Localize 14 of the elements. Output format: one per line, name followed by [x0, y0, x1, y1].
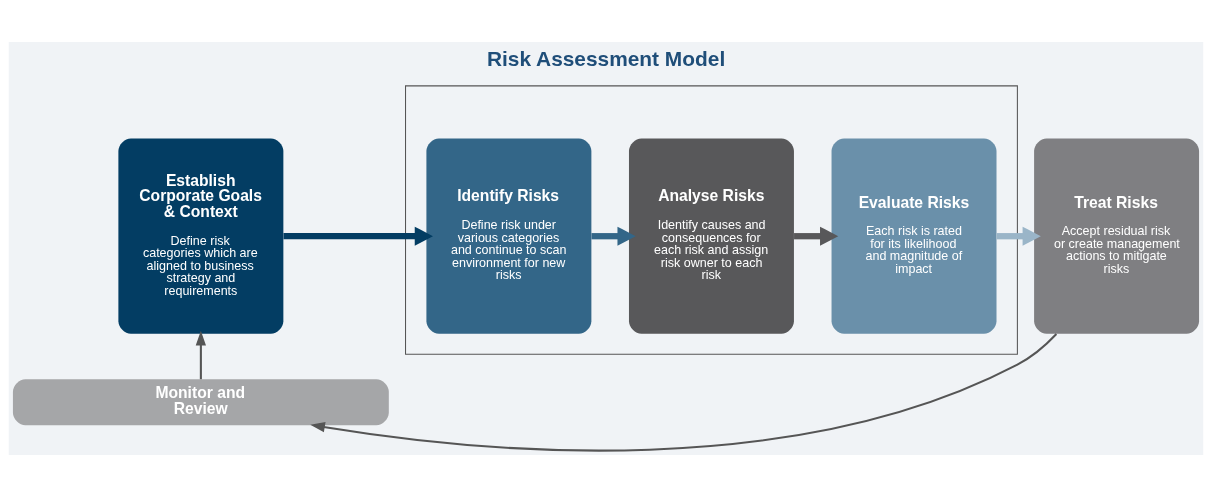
node-box: Treat Risks Accept residual risk or create management actions to mitigate risks	[1034, 138, 1200, 334]
arrow	[591, 226, 636, 246]
node-box: Analyse Risks Identify causes and consequences for each risk and assign risk owner to each risk	[628, 138, 794, 334]
arrow	[996, 226, 1041, 246]
arrow	[283, 226, 433, 246]
node-box: Identify Risks Define risk under various categories and continue to scan environment for new risks	[426, 138, 592, 334]
arrow	[195, 330, 206, 379]
cluster	[405, 84, 1018, 355]
diagram-title: Risk Assessment Model	[486, 46, 726, 70]
arrow	[310, 332, 1058, 451]
node-box: Evaluate Risks Each risk is rated for its likelihood and magnitude of impact	[831, 138, 997, 334]
node-box: Establish Corporate Goals & Context Define risk categories which are aligned to business strategy and requirements	[118, 138, 284, 334]
node-box: Monitor and Review	[12, 378, 389, 425]
arrow	[794, 226, 839, 246]
